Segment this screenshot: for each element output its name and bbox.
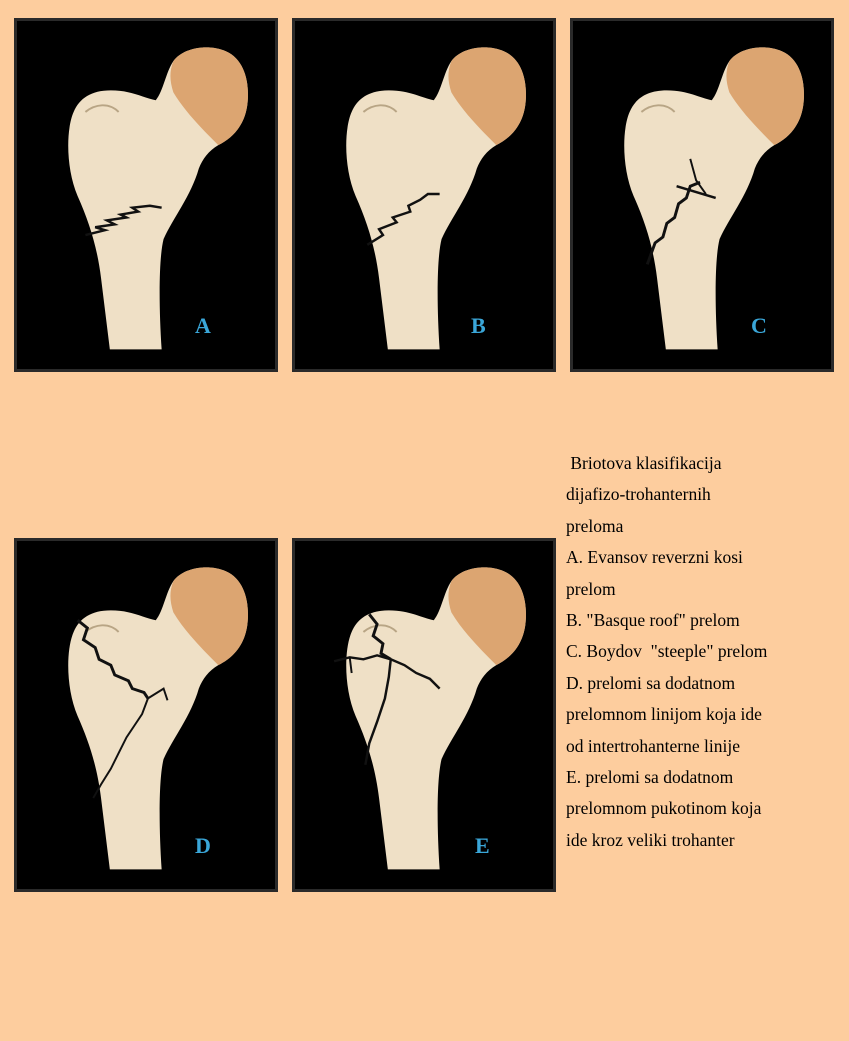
panel-e: E (292, 538, 556, 892)
panel-d: D (14, 538, 278, 892)
caption-title-line-3: preloma (566, 511, 849, 542)
panel-b: B (292, 18, 556, 372)
femur-illustration-c (573, 21, 831, 369)
caption-item-e-line-1: E. prelomi sa dodatnom (566, 762, 849, 793)
panel-letter-b: B (471, 315, 486, 337)
panel-letter-d: D (195, 835, 211, 857)
caption-item-d-line-2: prelomnom linijom koja ide (566, 699, 849, 730)
panel-a: A (14, 18, 278, 372)
femur-illustration-d (17, 541, 275, 889)
caption-item-e-line-2: prelomnom pukotinom koja (566, 793, 849, 824)
panel-c: C (570, 18, 834, 372)
panel-letter-e: E (475, 835, 490, 857)
caption-item-e-line-3: ide kroz veliki trohanter (566, 825, 849, 856)
caption-item-b: B. "Basque roof" prelom (566, 605, 849, 636)
femur-illustration-e (295, 541, 553, 889)
caption-item-c: C. Boydov "steeple" prelom (566, 636, 849, 667)
caption-item-d-line-1: D. prelomi sa dodatnom (566, 668, 849, 699)
panel-letter-a: A (195, 315, 211, 337)
caption-title-line-2: dijafizo-trohanternih (566, 479, 849, 510)
caption-item-a-line-2: prelom (566, 574, 849, 605)
femur-illustration-b (295, 21, 553, 369)
caption-title-line-1: Briotova klasifikacija (566, 448, 849, 479)
femur-illustration-a (17, 21, 275, 369)
caption-item-a-line-1: A. Evansov reverzni kosi (566, 542, 849, 573)
caption-item-d-line-3: od intertrohanterne linije (566, 731, 849, 762)
figure-caption: Briotova klasifikacija dijafizo-trohante… (566, 448, 849, 856)
panel-letter-c: C (751, 315, 767, 337)
